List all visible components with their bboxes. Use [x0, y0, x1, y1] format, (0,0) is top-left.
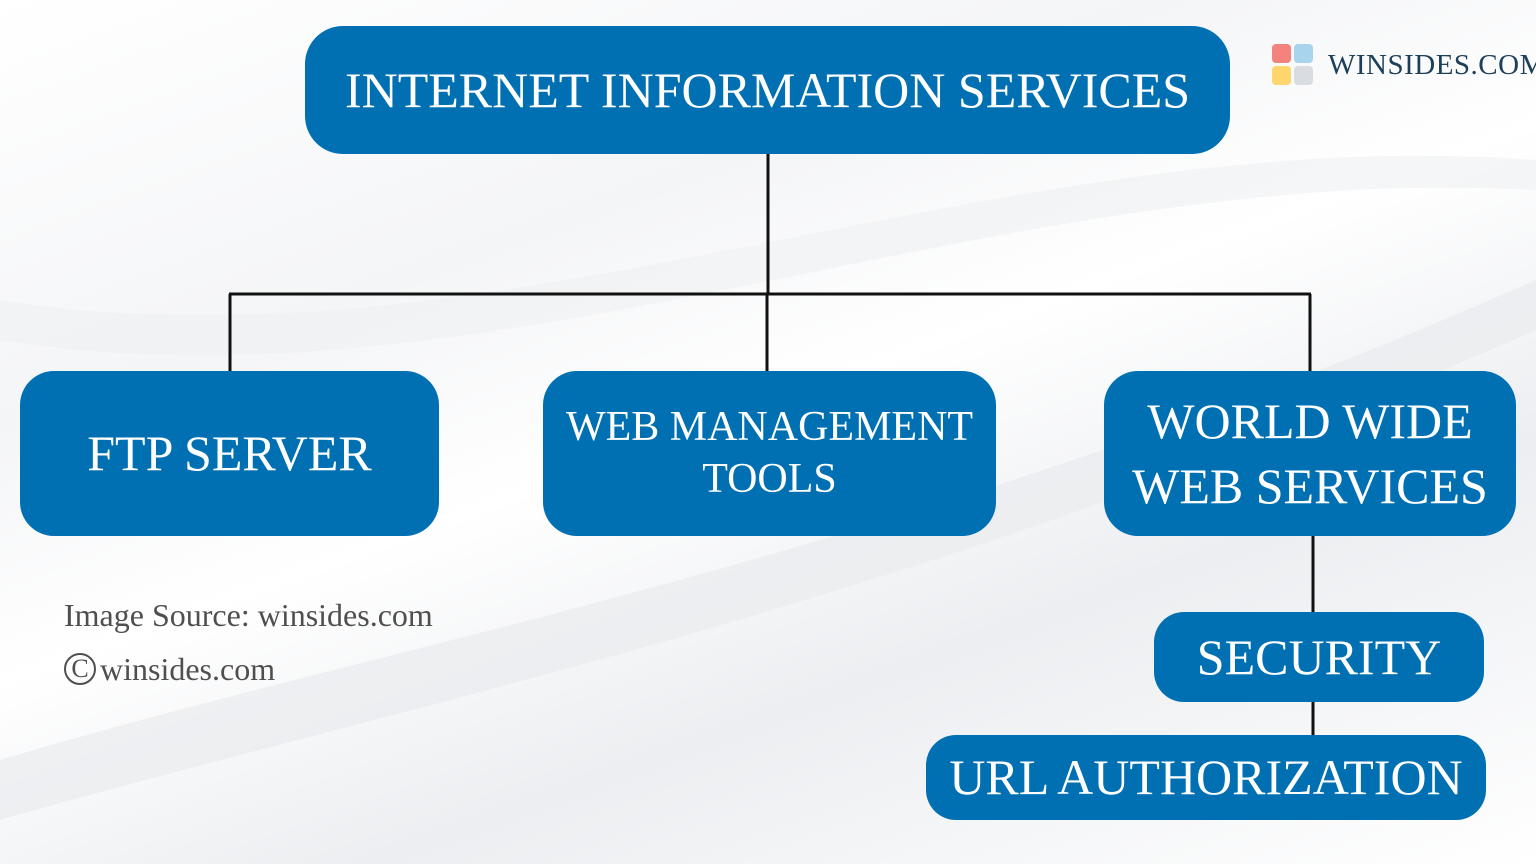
logo-tile-gray [1294, 66, 1313, 85]
root-node: INTERNET INFORMATION SERVICES [305, 26, 1230, 154]
node-security: SECURITY [1154, 612, 1484, 702]
image-source-text: Image Source: winsides.com [64, 597, 433, 633]
node-web-management-tools: WEB MANAGEMENT TOOLS [543, 371, 996, 536]
winsides-logo: WINSIDES.COM [1272, 44, 1536, 86]
node-world-wide-web-services-label: WORLD WIDE WEB SERVICES [1132, 392, 1488, 514]
node-security-label: SECURITY [1196, 628, 1442, 685]
node-ftp-server: FTP SERVER [20, 371, 439, 536]
logo-tile-yellow [1272, 66, 1291, 85]
logo-tile-blue [1294, 44, 1313, 63]
copyright-line: C winsides.com [64, 642, 433, 696]
windows-tiles-icon [1272, 44, 1314, 86]
copyright-icon: C [64, 653, 96, 685]
copyright-text: winsides.com [100, 651, 276, 687]
node-web-management-tools-label: WEB MANAGEMENT TOOLS [565, 404, 974, 502]
logo-text: WINSIDES.COM [1328, 48, 1536, 81]
logo-tile-red [1272, 44, 1291, 63]
node-url-authorization-label: URL AUTHORIZATION [949, 749, 1463, 805]
node-ftp-server-label: FTP SERVER [87, 425, 372, 481]
node-world-wide-web-services: WORLD WIDE WEB SERVICES [1104, 371, 1516, 536]
image-credits: Image Source: winsides.com C winsides.co… [64, 588, 433, 696]
root-node-label: INTERNET INFORMATION SERVICES [344, 61, 1191, 118]
node-url-authorization: URL AUTHORIZATION [926, 735, 1486, 820]
